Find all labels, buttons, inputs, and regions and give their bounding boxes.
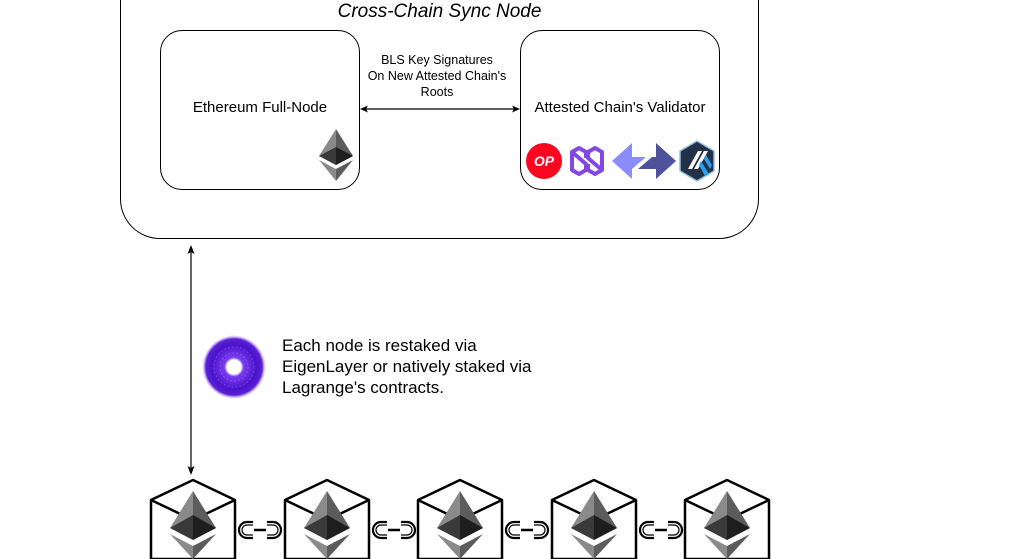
vertical-bidirectional-arrow	[187, 245, 195, 475]
sync-node-title: Cross-Chain Sync Node	[337, 1, 542, 22]
ethereum-icon	[319, 129, 353, 181]
staking-note: Each node is restaked via EigenLayer or …	[282, 335, 582, 398]
edge-label-line: BLS Key Signatures	[381, 53, 493, 67]
ethereum-block-icon	[283, 478, 370, 559]
zksync-icon	[612, 143, 676, 179]
eigenlayer-icon	[202, 335, 266, 399]
attested-chain-validator-box: Attested Chain's Validator OP	[520, 30, 720, 190]
sync-node-container	[120, 0, 759, 239]
optimism-icon-text: OP	[534, 153, 555, 169]
arbitrum-icon	[679, 140, 715, 182]
chain-link-icon	[371, 520, 416, 540]
chain-link-icon	[638, 520, 683, 540]
staking-note-line: Each node is restaked via	[282, 336, 477, 355]
validator-label: Attested Chain's Validator	[534, 99, 706, 116]
ethereum-block-icon	[683, 478, 771, 559]
optimism-icon: OP	[526, 143, 562, 179]
polygon-icon	[570, 146, 604, 176]
bls-bidirectional-arrow	[360, 105, 520, 113]
ethereum-block-icon	[550, 478, 637, 559]
staking-note-line: Lagrange's contracts.	[282, 378, 445, 397]
ethereum-block-icon	[149, 478, 237, 559]
chain-link-icon	[504, 520, 550, 540]
ethereum-full-node-box: Ethereum Full-Node	[160, 30, 360, 190]
ethereum-block-icon	[416, 478, 504, 559]
edge-label-line: On New Attested Chain's	[367, 69, 507, 83]
edge-label-line: Roots	[420, 85, 454, 99]
ethereum-full-node-label: Ethereum Full-Node	[192, 99, 328, 116]
bls-signatures-label: BLS Key Signatures On New Attested Chain…	[358, 52, 516, 100]
chain-link-icon	[237, 520, 283, 540]
staking-note-line: EigenLayer or natively staked via	[282, 357, 532, 376]
